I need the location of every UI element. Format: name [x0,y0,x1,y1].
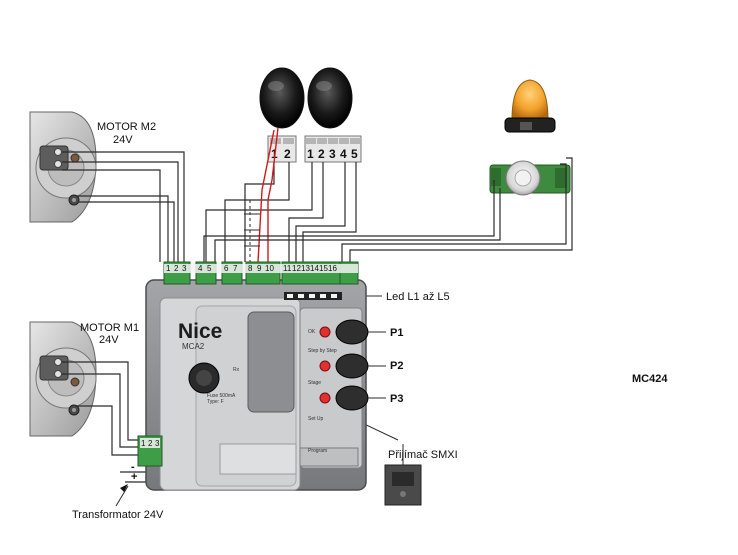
rx-terminal-4: 4 [340,147,347,161]
terminal-12: 12 [292,264,301,273]
flashing-lamp [504,79,556,133]
motor-m2-label: MOTOR M2 [97,121,156,133]
rx-terminal-1: 1 [307,147,314,161]
motor-m2 [29,111,97,223]
terminal-16: 16 [328,264,337,273]
terminal-15: 15 [319,264,328,273]
btn-ok-label: OK [308,329,316,335]
led-label: Led L1 až L5 [386,291,450,303]
terminal-13: 13 [301,264,310,273]
terminal-7: 7 [233,264,238,273]
btn-step-label: Step by Step [308,348,337,354]
photocell-rx-terminals: 1 2 3 4 5 [304,135,362,163]
transformer-terminal-3: 3 [155,439,160,448]
receiver-smxi [384,464,422,506]
p3-label: P3 [390,393,403,405]
rx-label: Rx [233,367,240,373]
transformer-label: Transformator 24V [72,509,164,521]
photocell-tx [259,67,305,129]
terminal-14: 14 [310,264,319,273]
receiver-label: Přijímač SMXI [388,449,458,461]
rx-terminal-2: 2 [318,147,325,161]
photocell-rx [307,67,353,129]
terminal-4: 4 [198,264,203,273]
motor-m1 [29,321,97,437]
terminal-8: 8 [248,264,253,273]
model-label: MC424 [632,373,668,385]
fuse-type: Type: F [207,399,224,405]
terminal-3: 3 [182,264,187,273]
led-indicators [284,292,342,300]
motor-m1-label: MOTOR M1 [80,322,139,334]
rx-terminal-5: 5 [351,147,358,161]
transformer-terminal-1: 1 [141,439,146,448]
motor-m2-voltage: 24V [113,134,133,146]
control-board [145,279,367,491]
terminal-1: 1 [166,264,171,273]
button-callout-lines [368,331,386,399]
btn-program-label: Program [308,448,327,454]
lamp-bulb-board [489,160,571,196]
p1-label: P1 [390,327,403,339]
tx-terminal-2: 2 [284,147,291,161]
motor-m1-voltage: 24V [99,334,119,346]
board-model: MCA2 [182,342,205,351]
transformer-terminal-block: 1 2 3 [137,435,163,467]
transformer-terminal-2: 2 [148,439,153,448]
btn-stage-label: Stage [308,380,321,386]
fuse-text: Fuse 500mA [207,393,236,399]
board-buttons [319,319,369,411]
terminal-2: 2 [174,264,179,273]
terminal-6: 6 [224,264,229,273]
board-brand: Nice [178,320,222,343]
rx-terminal-3: 3 [329,147,336,161]
polarity-plus: + [131,471,137,483]
terminal-10: 10 [265,264,274,273]
btn-open-label: Set Up [308,416,324,422]
terminal-11: 11 [283,264,292,273]
polarity-minus: - [131,461,135,473]
terminal-9: 9 [257,264,262,273]
main-terminal-numbers: 1 2 3 4 5 6 7 8 9 10 11 12 13 14 15 16 [164,264,358,273]
terminal-5: 5 [207,264,212,273]
p2-label: P2 [390,360,403,372]
